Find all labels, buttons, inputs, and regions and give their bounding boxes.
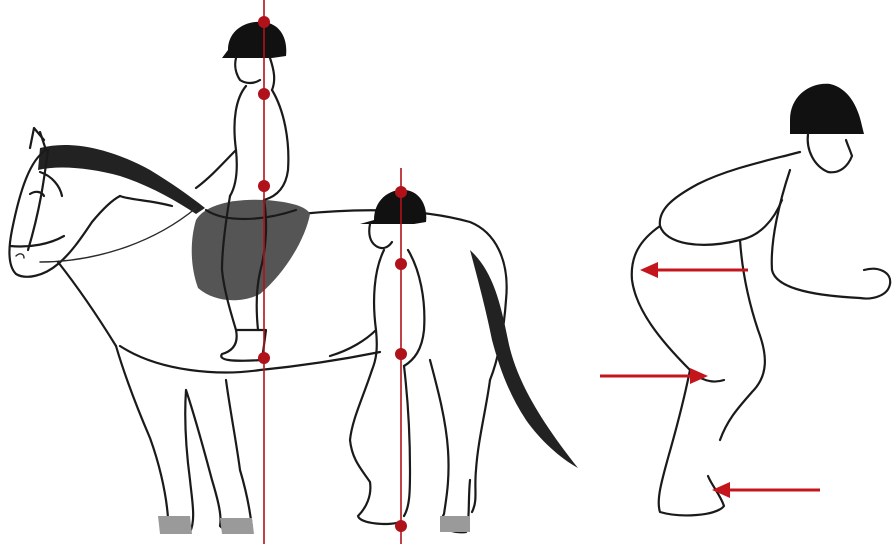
saddle	[192, 200, 310, 301]
horse-hind-legs	[430, 360, 490, 532]
alignment-marker-dot	[395, 520, 407, 532]
horse-reins	[40, 208, 196, 262]
jump-rider-torso	[660, 152, 800, 245]
horse-front-legs	[116, 346, 252, 532]
heel-arrow	[712, 482, 820, 498]
jump-rider-face	[808, 134, 852, 172]
knee-arrow	[600, 368, 708, 384]
alignment-marker-dot	[258, 88, 270, 100]
mounted-rider-torso	[196, 86, 288, 200]
jump-rider-arm	[772, 170, 890, 298]
standing-rider-torso	[330, 250, 424, 370]
horse-hooves	[158, 516, 470, 534]
mounted-rider-helmet	[222, 22, 286, 58]
hip-arrow	[640, 262, 748, 278]
horse-nostril	[16, 254, 24, 258]
alignment-marker-dot	[258, 180, 270, 192]
alignment-marker-dot	[258, 352, 270, 364]
horse-mane	[38, 145, 205, 214]
horse-ear	[30, 128, 44, 148]
horse-illustration	[9, 128, 578, 534]
jump-rider-helmet	[790, 84, 864, 134]
jump-position-rider	[632, 84, 890, 516]
alignment-marker-dot	[395, 186, 407, 198]
alignment-marker-dot	[395, 348, 407, 360]
mounted-rider-face	[235, 58, 274, 90]
alignment-marker-dot	[395, 258, 407, 270]
horse-tail	[470, 250, 578, 468]
horse-belly	[120, 346, 380, 372]
mounted-rider	[196, 22, 288, 361]
standing-rider-face	[369, 224, 392, 248]
saddle-pad	[192, 200, 310, 301]
correction-arrows	[600, 262, 820, 498]
alignment-marker-dot	[258, 16, 270, 28]
standing-rider	[330, 190, 426, 524]
standing-rider-helmet	[360, 190, 426, 224]
